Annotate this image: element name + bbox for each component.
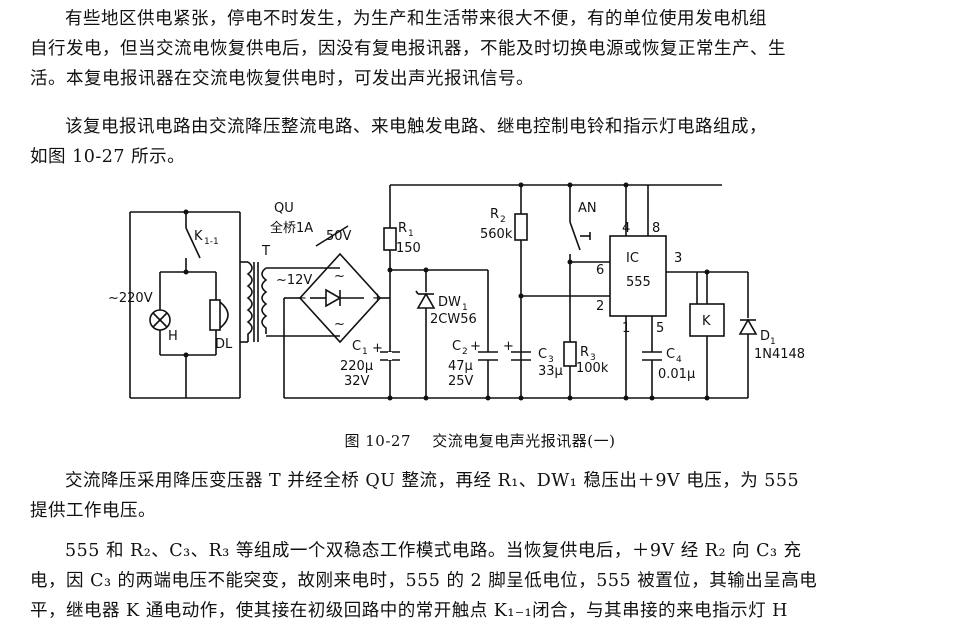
- svg-text:~: ~: [334, 317, 345, 332]
- r2-label: R: [490, 207, 499, 222]
- paragraph-intro: 有些地区供电紧张，停电不时发生，为生产和生活带来很大不便，有的单位使用发电机组 …: [30, 4, 895, 94]
- primary-loop: [129, 211, 241, 399]
- k1-label: K: [194, 229, 203, 244]
- dw1-sub: 1: [462, 303, 468, 313]
- c2-label: C: [452, 339, 461, 354]
- text-line: 有些地区供电紧张，停电不时发生，为生产和生活带来很大不便，有的单位使用发电机组: [65, 9, 767, 29]
- k1-sub: 1-1: [204, 237, 219, 247]
- dl-label: DL: [215, 337, 233, 352]
- svg-text:~: ~: [334, 269, 345, 284]
- c2-value-volt: 25V: [448, 374, 474, 389]
- svg-text:+: +: [503, 339, 514, 354]
- figure-title: 交流电复电声光报讯器(一): [432, 432, 616, 450]
- r1-label: R: [398, 221, 407, 236]
- r3-label: R: [580, 345, 589, 360]
- qu-label: QU: [274, 201, 294, 216]
- text-line: 自行发电，但当交流电恢复供电后，因没有复电报讯器，不能及时切换电源或恢复正常生产…: [30, 39, 786, 59]
- r3-sub: 3: [590, 353, 596, 363]
- c1-value-volt: 32V: [344, 374, 370, 389]
- pin2-label: 2: [596, 299, 604, 314]
- svg-text:+: +: [372, 291, 383, 306]
- paragraph-bistable: 555 和 R₂、C₃、R₃ 等组成一个双稳态工作模式电路。当恢复供电后，＋9V…: [30, 536, 895, 626]
- c4-value: 0.01μ: [658, 367, 695, 382]
- d1-label: D: [760, 329, 770, 344]
- pin6-label: 6: [596, 263, 604, 278]
- c2-value-cap: 47μ: [448, 359, 473, 374]
- pin1-label: 1: [622, 321, 630, 336]
- r1-value: 150: [396, 241, 421, 256]
- text-line: 如图 10-27 所示。: [30, 147, 186, 167]
- figure-number: 图 10-27: [344, 432, 411, 450]
- v50-label: 50V: [326, 229, 352, 244]
- svg-text:+: +: [372, 341, 383, 356]
- text-line: 555 和 R₂、C₃、R₃ 等组成一个双稳态工作模式电路。当恢复供电后，＋9V…: [65, 541, 802, 561]
- pin4-label: 4: [622, 221, 630, 236]
- figure-caption: 图 10-27 交流电复电声光报讯器(一): [0, 430, 960, 451]
- c3-value: 33μ: [538, 364, 563, 379]
- c3-capacitor: +: [503, 339, 531, 361]
- transformer-t: [240, 261, 268, 343]
- c1-capacitor: +: [372, 341, 400, 361]
- text-line: 平，继电器 K 通电动作，使其接在初级回路中的常开触点 K₁₋₁闭合，与其串接的…: [30, 601, 788, 621]
- r2-value: 560k: [480, 227, 513, 242]
- text-line: 该复电报讯电路由交流降压整流电路、来电触发电路、继电控制电铃和指示灯电路组成，: [65, 117, 767, 137]
- an-switch[interactable]: [569, 221, 581, 251]
- r2-sub: 2: [500, 215, 506, 225]
- text-line: 活。本复电报讯器在交流电恢复供电时，可发出声光报讯信号。: [30, 69, 534, 89]
- r3-resistor: [563, 341, 577, 367]
- c1-value-cap: 220μ: [340, 359, 373, 374]
- ic-555: [609, 235, 667, 317]
- lamp-h: [149, 309, 171, 331]
- dw1-zener-diode: [415, 290, 436, 309]
- pin3-label: 3: [674, 251, 682, 266]
- text-line: 提供工作电压。: [30, 501, 156, 521]
- ic-value: 555: [626, 275, 651, 290]
- pin5-label: 5: [656, 321, 664, 336]
- c4-capacitor: [642, 351, 662, 361]
- r1-resistor: [383, 227, 397, 251]
- svg-text:+: +: [470, 339, 481, 354]
- r1-sub: 1: [408, 229, 414, 239]
- bell-dl: [209, 299, 229, 331]
- c3-label: C: [538, 347, 547, 362]
- c4-label: C: [666, 347, 675, 362]
- junction-dots: [183, 182, 710, 401]
- h-label: H: [168, 329, 178, 344]
- k-label: K: [702, 314, 711, 329]
- v12-label: ~12V: [276, 273, 312, 288]
- d1-diode: [738, 318, 758, 335]
- c2-capacitor: +: [470, 339, 498, 361]
- d1-sub: 1: [770, 337, 776, 347]
- c1-sub: 1: [362, 347, 368, 357]
- r2-resistor: [514, 213, 528, 241]
- dw1-value: 2CW56: [430, 312, 477, 327]
- pin8-label: 8: [652, 221, 660, 236]
- paragraph-circuit-overview: 该复电报讯电路由交流降压整流电路、来电触发电路、继电控制电铃和指示灯电路组成， …: [30, 112, 895, 172]
- paragraph-power-supply: 交流降压采用降压变压器 T 并经全桥 QU 整流，再经 R₁、DW₁ 稳压出＋9…: [30, 466, 895, 526]
- dw1-label: DW: [438, 295, 461, 310]
- v220-label: ~220V: [108, 291, 153, 306]
- svg-text:−: −: [296, 291, 307, 306]
- d1-value: 1N4148: [754, 347, 805, 362]
- ic-label: IC: [626, 251, 639, 266]
- bridge-label: 全桥1A: [270, 220, 313, 236]
- an-label: AN: [578, 201, 597, 216]
- text-line: 电，因 C₃ 的两端电压不能突变，故刚来电时，555 的 2 脚呈低电位，555…: [30, 571, 818, 591]
- c2-sub: 2: [462, 347, 468, 357]
- c1-label: C: [352, 339, 361, 354]
- c3-sub: 3: [548, 355, 554, 365]
- text-line: 交流降压采用降压变压器 T 并经全桥 QU 整流，再经 R₁、DW₁ 稳压出＋9…: [65, 471, 800, 491]
- c4-sub: 4: [676, 355, 682, 365]
- r3-value: 100k: [576, 361, 609, 376]
- t-label: T: [261, 244, 270, 259]
- bridge-qu: ~ ~ − +: [266, 225, 390, 398]
